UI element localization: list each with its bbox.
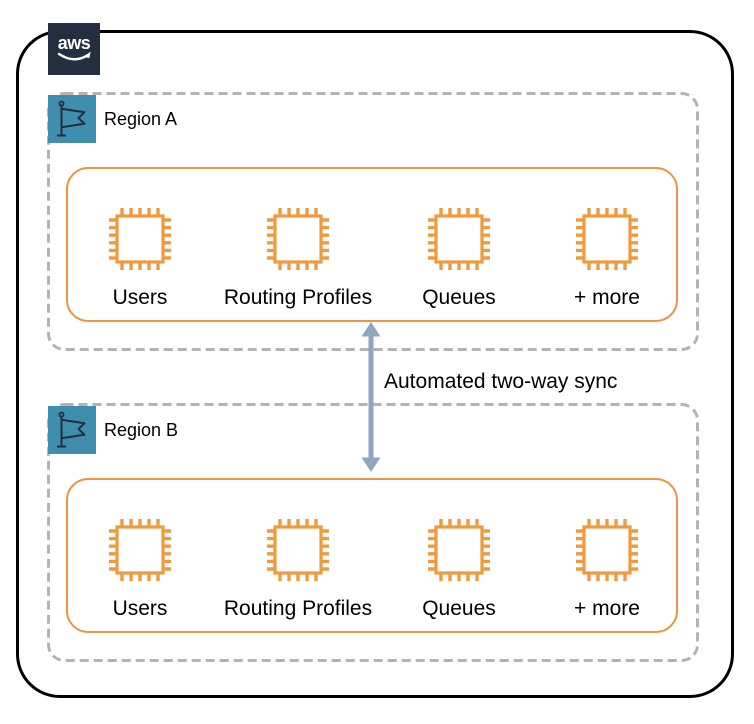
outer-border	[16, 30, 734, 698]
region-b-resources-border: Users Routing Profiles Queues + more	[66, 478, 678, 633]
resource-label: Users	[112, 286, 168, 309]
resource-label: + more	[574, 286, 640, 309]
region-flag-icon	[48, 406, 96, 454]
chip-icon	[106, 516, 174, 584]
resource-more: + more	[517, 516, 697, 620]
region-b-label: Region B	[104, 420, 179, 440]
chip-icon	[264, 516, 332, 584]
resource-label: Queues	[422, 286, 496, 309]
region-a-group: Region A Users Routing Profiles Queues +…	[46, 91, 700, 352]
two-way-sync-arrow-icon	[361, 322, 381, 472]
resource-label: Routing Profiles	[223, 286, 373, 309]
sync-label: Automated two-way sync	[384, 370, 618, 393]
resource-users: Users	[50, 516, 230, 620]
region-a-resources-border: Users Routing Profiles Queues + more	[66, 167, 678, 322]
resource-queues: Queues	[369, 516, 549, 620]
region-flag-icon	[48, 95, 96, 143]
chip-icon	[264, 205, 332, 273]
chip-icon	[573, 516, 641, 584]
chip-icon	[425, 205, 493, 273]
aws-logo: aws	[48, 23, 100, 75]
resource-label: Queues	[422, 597, 496, 620]
resource-users: Users	[50, 205, 230, 309]
resource-label: + more	[574, 597, 640, 620]
region-b-group: Region B Users Routing Profiles Queues +…	[46, 402, 700, 663]
aws-logo-text: aws	[58, 33, 91, 53]
region-a-dashed-border	[47, 92, 699, 351]
resource-more: + more	[517, 205, 697, 309]
chip-icon	[106, 205, 174, 273]
aws-logo-icon: aws	[48, 23, 100, 75]
region-a-label: Region A	[104, 109, 178, 129]
resource-label: Routing Profiles	[223, 597, 373, 620]
resource-routing-profiles: Routing Profiles	[208, 516, 388, 620]
resource-label: Users	[112, 597, 168, 620]
chip-icon	[573, 205, 641, 273]
chip-icon	[425, 516, 493, 584]
resource-routing-profiles: Routing Profiles	[208, 205, 388, 309]
resource-queues: Queues	[369, 205, 549, 309]
